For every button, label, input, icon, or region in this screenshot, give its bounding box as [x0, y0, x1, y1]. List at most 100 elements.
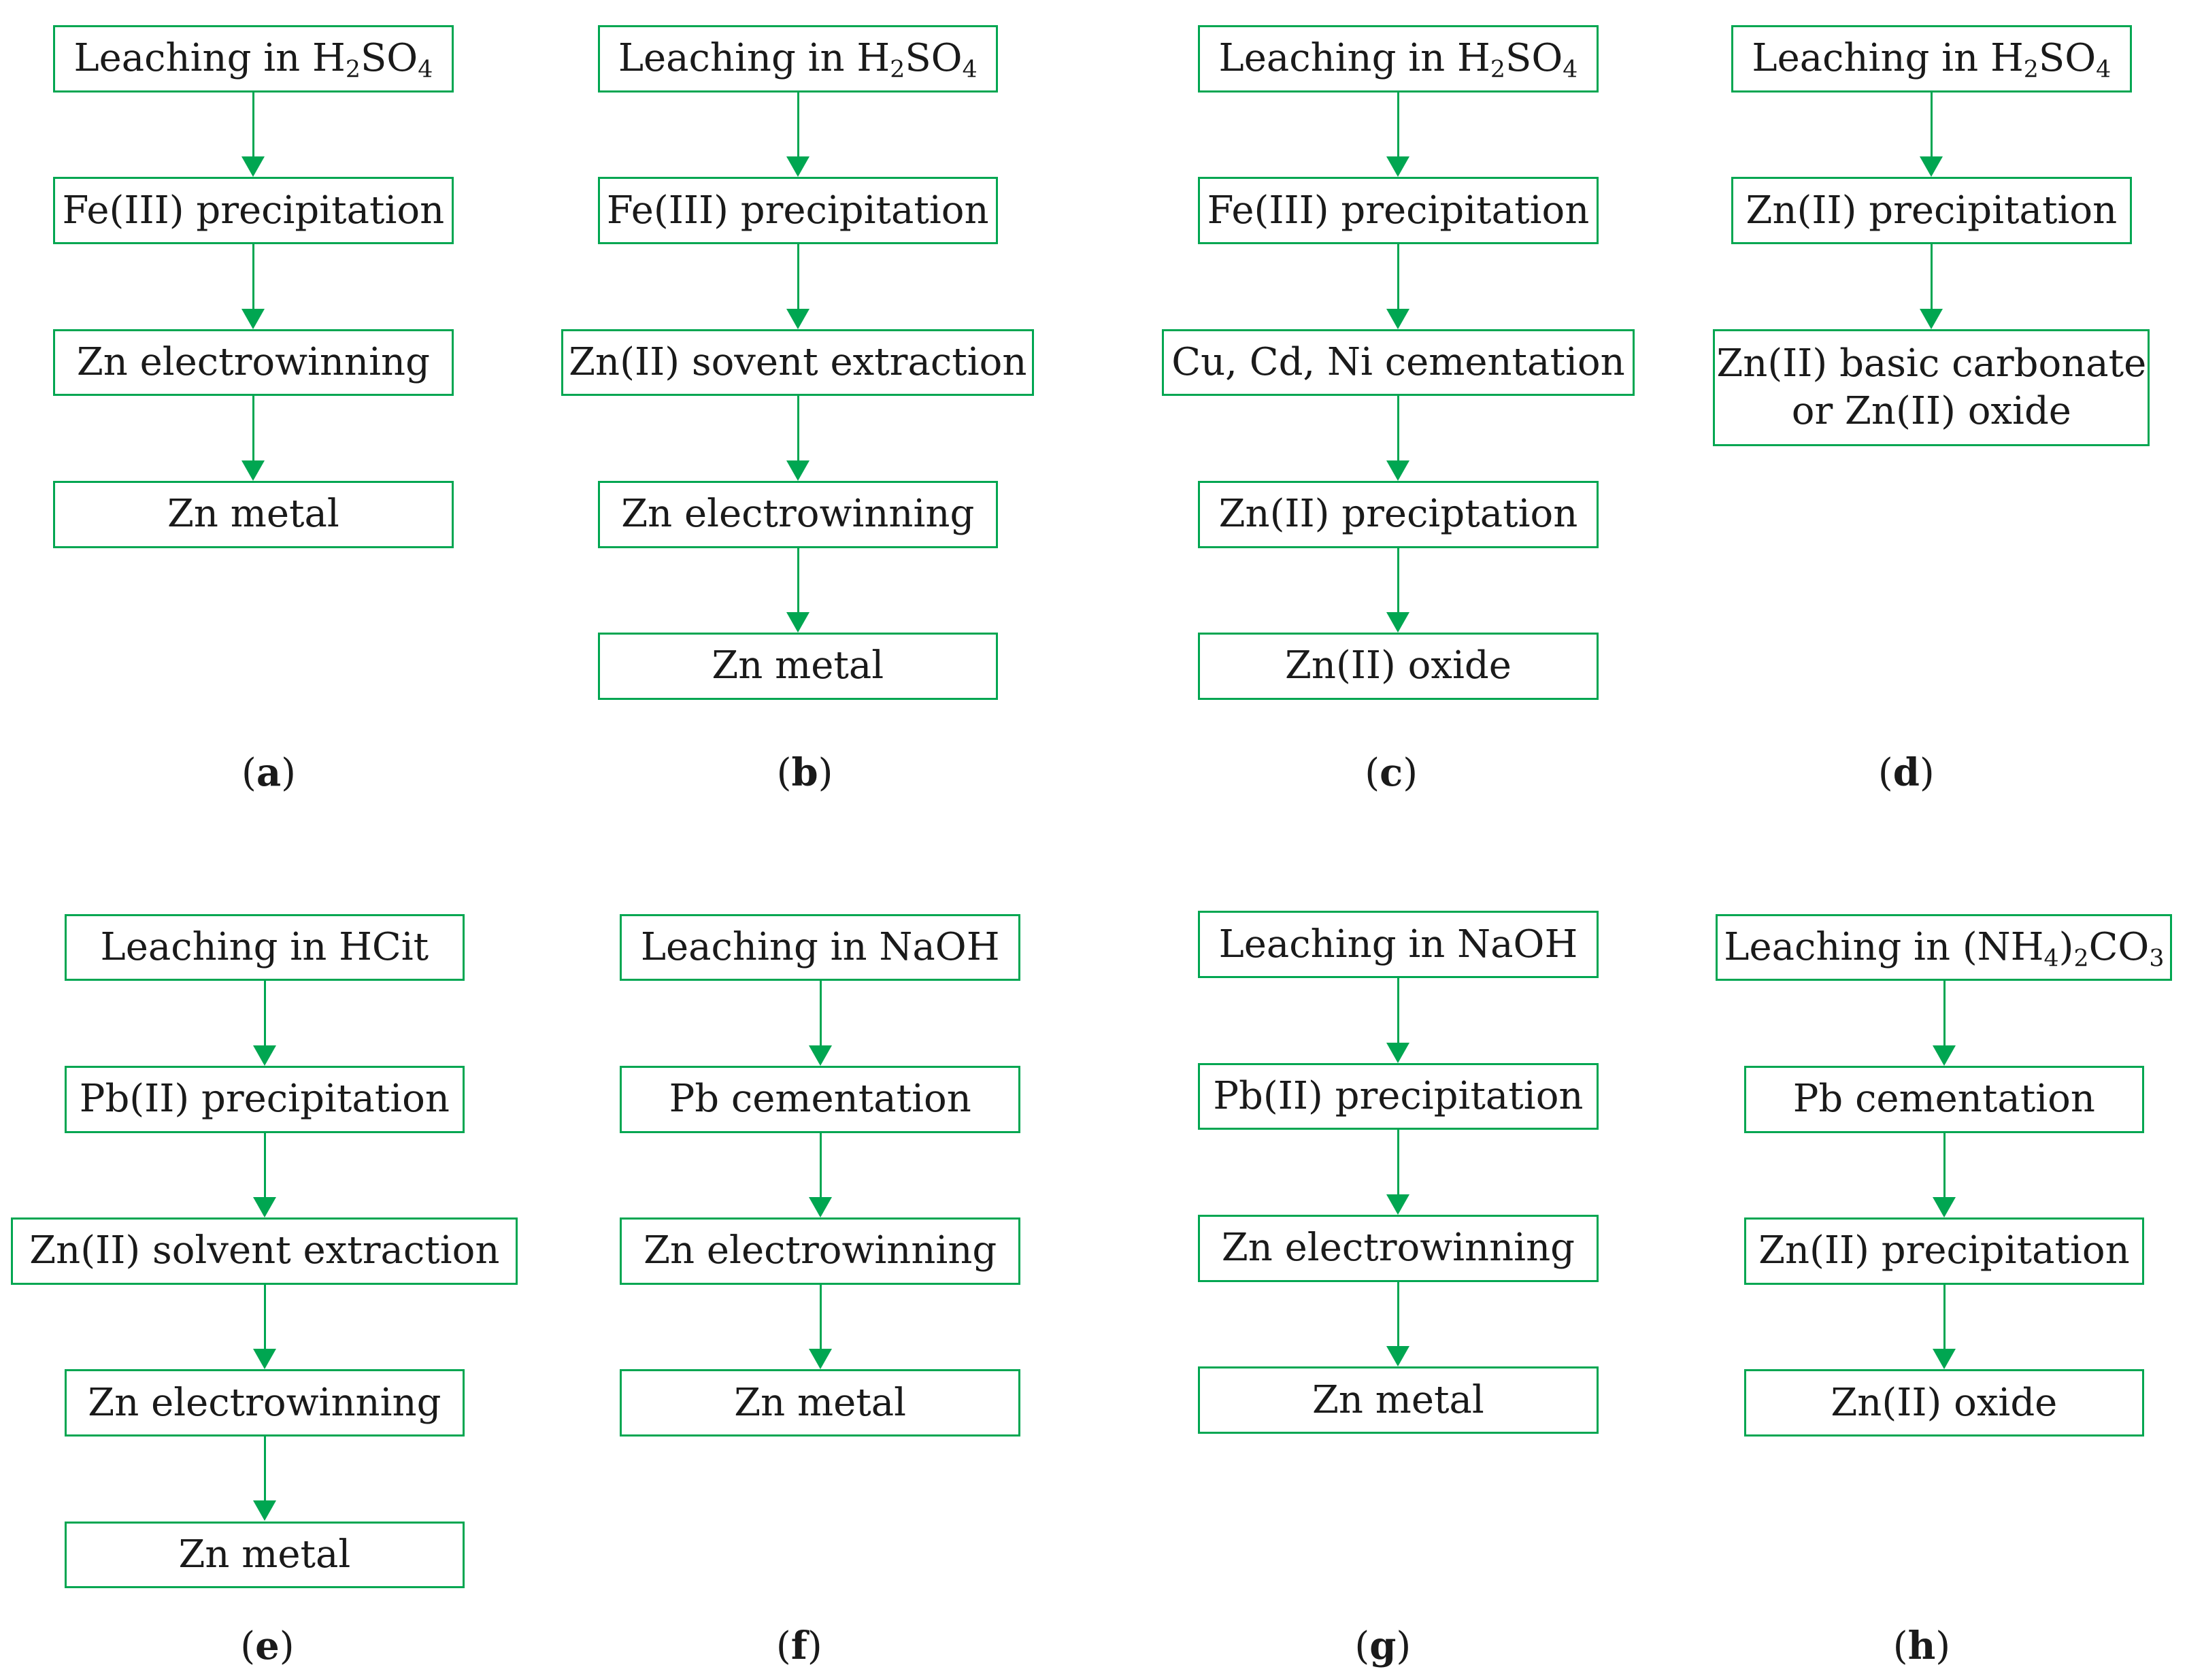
step-box: Fe(III) precipitation [1198, 177, 1599, 245]
label-text: Fe(III) precipitation [1207, 188, 1590, 233]
label-text: Zn(II) basic carbonate [1716, 341, 2147, 386]
flow-arrow [786, 396, 809, 481]
subscript-text: 4 [2043, 945, 2059, 973]
label-text: Leaching in (NH [1724, 924, 2044, 969]
step-label: Zn(II) oxide [1831, 1379, 2057, 1427]
step-box: Pb(II) precipitation [1198, 1062, 1599, 1130]
label-text: Leaching in H [618, 36, 890, 81]
step-label: Zn electrowinning [644, 1227, 997, 1275]
label-text: Zn(II) precipitation [1746, 188, 2118, 233]
flow-arrow [786, 244, 809, 329]
label-text: Pb cementation [669, 1077, 971, 1122]
label-text: Zn electrowinning [621, 492, 975, 537]
step-box: Pb cementation [620, 1065, 1020, 1133]
panel-caption: (a) [241, 750, 297, 795]
step-box: Leaching in H2SO4 [1731, 25, 2132, 93]
subscript-text: 2 [2073, 945, 2089, 973]
label-text: Pb(II) precipitation [79, 1077, 450, 1122]
step-label: Zn metal [734, 1379, 906, 1427]
label-text: Zn(II) precipitation [1758, 1228, 2130, 1273]
subscript-text: 4 [962, 56, 978, 84]
step-box: Leaching in H2SO4 [1198, 25, 1599, 93]
step-label: Zn metal [1312, 1377, 1484, 1424]
step-box: Pb(II) precipitation [64, 1065, 465, 1133]
step-label: Zn electrowinning [1222, 1224, 1575, 1272]
flow-arrow [1920, 244, 1943, 329]
panel-caption: (f) [775, 1623, 822, 1668]
label-text: Leaching in H [1218, 36, 1490, 81]
step-box: Zn electrowinning [64, 1369, 465, 1437]
flow-arrow [1932, 981, 1956, 1066]
panel-letter: d [1892, 750, 1920, 795]
label-text: Zn electrowinning [644, 1228, 997, 1273]
step-box: Leaching in H2SO4 [597, 25, 998, 93]
flow-arrow [786, 92, 809, 178]
panel-caption: (h) [1892, 1623, 1951, 1668]
step-label: Fe(III) precipitation [607, 187, 989, 235]
label-text: Leaching in H [1752, 36, 2024, 81]
label-text: Zn(II) solvent extraction [29, 1228, 500, 1273]
step-label: Zn(II) sovent extraction [569, 339, 1026, 386]
label-text: Zn electrowinning [88, 1380, 441, 1425]
step-box: Zn electrowinning [1198, 1214, 1599, 1282]
panel-letter: h [1907, 1623, 1936, 1668]
step-label: Zn(II) precipitation [1758, 1227, 2130, 1275]
step-box: Zn electrowinning [53, 329, 454, 397]
step-label: Leaching in (NH4)2CO3 [1724, 924, 2164, 971]
step-box: Zn(II) solvent extraction [11, 1217, 518, 1285]
flow-arrow [808, 1284, 832, 1370]
label-text: Zn(II) oxide [1284, 643, 1512, 688]
step-box: Zn metal [1198, 1366, 1599, 1434]
label-text: Leaching in HCit [100, 924, 429, 969]
step-label: Pb cementation [1793, 1075, 2095, 1123]
step-box: Zn metal [620, 1369, 1020, 1437]
step-label: Pb cementation [669, 1075, 971, 1123]
flow-arrow [808, 1132, 832, 1217]
panel-caption: (d) [1877, 750, 1935, 795]
flow-arrow [786, 548, 809, 633]
label-text: Zn electrowinning [76, 339, 430, 384]
step-box: Zn(II) oxide [1743, 1369, 2145, 1437]
step-label: Zn electrowinning [88, 1379, 441, 1427]
step-label: Zn(II) preciptation [1219, 490, 1578, 538]
flow-arrow [808, 981, 832, 1066]
step-label: Fe(III) precipitation [1207, 187, 1590, 235]
flow-arrow [1920, 92, 1943, 178]
label-text: Pb cementation [1792, 1077, 2095, 1122]
step-box: Fe(III) precipitation [597, 177, 998, 245]
flow-arrow [241, 92, 265, 178]
flow-arrow [252, 981, 276, 1066]
flow-arrow [252, 1132, 276, 1217]
flow-arrow [1386, 92, 1410, 178]
label-text: Zn metal [734, 1380, 907, 1425]
label-text: Zn metal [1312, 1377, 1484, 1422]
step-box: Leaching in H2SO4 [53, 25, 454, 93]
step-label: Leaching in HCit [101, 924, 429, 971]
flow-arrow [241, 244, 265, 329]
label-text: or Zn(II) oxide [1791, 388, 2071, 433]
flow-arrow [1386, 1130, 1410, 1215]
subscript-text: 2 [1490, 56, 1505, 84]
label-text: SO [360, 36, 418, 81]
label-text: Fe(III) precipitation [62, 188, 445, 233]
step-box: Zn metal [597, 632, 998, 700]
step-label: Zn electrowinning [77, 339, 430, 386]
step-box: Zn electrowinning [620, 1217, 1020, 1285]
step-box: Cu, Cd, Ni cementation [1161, 329, 1635, 397]
step-label: Zn(II) oxide [1285, 642, 1512, 690]
step-label: Leaching in H2SO4 [618, 35, 978, 82]
label-text: SO [1505, 36, 1563, 81]
label-text: Fe(III) precipitation [606, 188, 989, 233]
subscript-text: 4 [418, 56, 433, 84]
panel-caption: (e) [240, 1623, 295, 1668]
step-box: Pb cementation [1743, 1065, 2145, 1133]
subscript-text: 3 [2149, 945, 2165, 973]
step-label: Leaching in H2SO4 [1752, 35, 2111, 82]
label-text: Leaching in NaOH [1218, 922, 1578, 967]
label-text: Zn metal [178, 1532, 351, 1577]
flow-arrow [1386, 396, 1410, 481]
subscript-text: 2 [2023, 56, 2039, 84]
label-text: Zn(II) preciptation [1218, 492, 1578, 537]
